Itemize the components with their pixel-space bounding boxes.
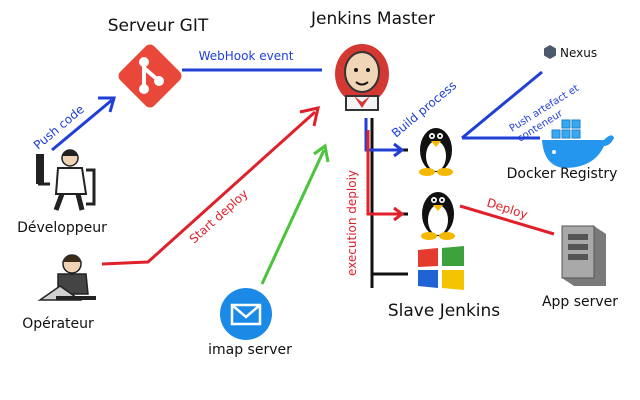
linux-slave-2-icon — [421, 192, 455, 240]
developer-label: Développeur — [17, 220, 107, 236]
git-server-label: Serveur GIT — [108, 16, 209, 36]
deploy-label: Deploy — [485, 196, 529, 222]
jenkins-butler-icon — [335, 44, 389, 111]
start-deploy-label: Start deploy — [187, 187, 251, 247]
push-artefact-arrow — [461, 70, 543, 140]
nexus-logo-icon — [544, 45, 556, 59]
developer-icon — [36, 149, 96, 211]
linux-slave-1-icon — [419, 128, 453, 176]
docker-registry-label: Docker Registry — [507, 166, 618, 182]
app-server-icon — [561, 225, 606, 286]
app-server-label: App server — [542, 294, 618, 310]
slave-tree — [364, 118, 408, 288]
start-deploy-arrow — [101, 106, 320, 266]
imap-server-label: imap server — [208, 342, 292, 358]
slave-jenkins-label: Slave Jenkins — [388, 301, 500, 321]
build-process-label: Build process — [389, 78, 459, 140]
execution-deploy-label: execution deploiy — [345, 170, 359, 276]
imap-trigger-arrow — [260, 143, 330, 285]
nexus-label: Nexus — [560, 46, 597, 60]
push-code-arrow — [51, 96, 116, 152]
windows-slave-icon — [418, 246, 464, 290]
webhook-label: WebHook event — [199, 49, 294, 63]
operator-icon — [37, 254, 96, 301]
jenkins-master-label: Jenkins Master — [310, 9, 435, 29]
operator-label: Opérateur — [22, 316, 94, 332]
docker-whale-icon — [542, 119, 614, 168]
deploy-arrow — [459, 204, 555, 236]
git-logo-icon — [118, 44, 182, 108]
mail-icon — [220, 288, 272, 340]
